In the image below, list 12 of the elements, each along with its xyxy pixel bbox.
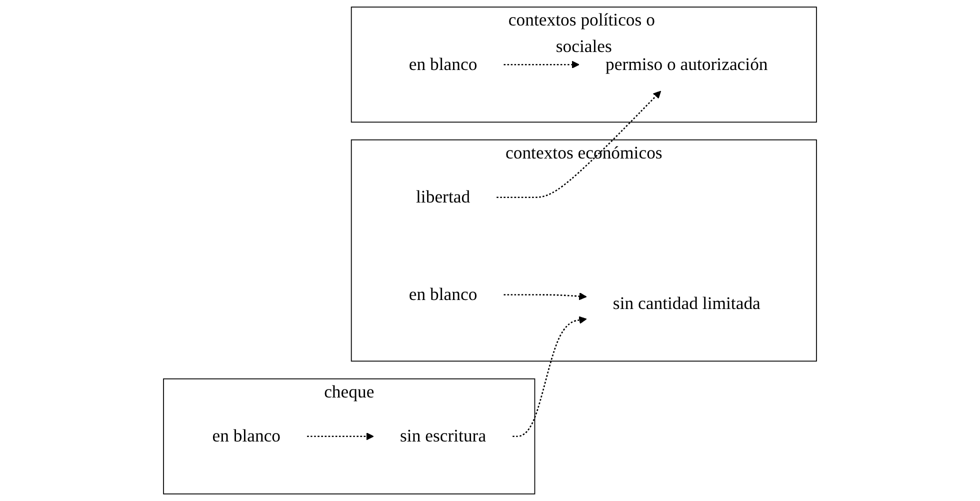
arrow (504, 60, 580, 68)
node-text: libertad (416, 188, 470, 208)
arrow (512, 316, 587, 438)
arrow (496, 90, 662, 198)
node-text: en blanco (212, 426, 281, 446)
node-text: sin escritura (400, 426, 486, 446)
node-text: permiso o autorización (606, 54, 768, 74)
node-text: sin cantidad limitada (612, 294, 760, 314)
node-text: en blanco (408, 285, 478, 304)
arrow (504, 292, 587, 300)
arrow (307, 432, 374, 440)
node-text: en blanco (408, 54, 478, 74)
